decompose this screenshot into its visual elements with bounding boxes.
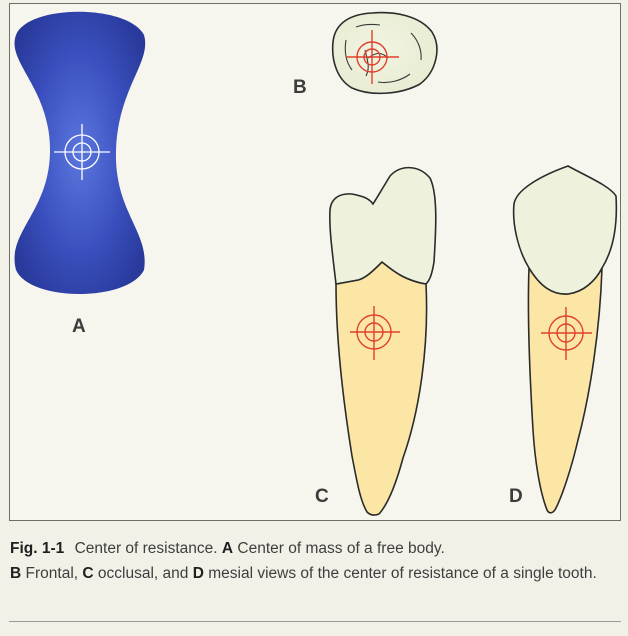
panel-a: A [14,11,146,337]
panel-label-b: B [293,77,307,98]
panel-label-d: D [509,486,523,507]
caption-a-letter: A [221,540,234,557]
caption-b-text: Frontal, [25,565,79,582]
root-shape [335,260,428,516]
caption-d-text: mesial views of the center of resistance… [208,565,597,582]
caption-b-letter: B [10,565,22,582]
caption-a-text: Center of mass of a free body. [237,540,445,557]
free-body-shape [14,11,146,294]
panel-b: B [293,11,438,98]
occlusal-outline [331,11,438,95]
crown-shape [512,165,618,295]
panel-d: D [509,165,618,514]
crosshair-target-icon [54,124,110,180]
figure-number: Fig. 1-1 [10,540,65,557]
bottom-rule [9,621,621,622]
panel-label-c: C [315,486,329,507]
panel-label-a: A [72,316,86,337]
crosshair-target-icon [350,306,400,360]
crosshair-target-icon [346,30,399,84]
root-shape [527,265,603,514]
crown-shape [329,166,437,285]
crosshair-target-icon [541,307,592,360]
figure-caption: Fig. 1-1 Center of resistance. A Center … [10,536,620,586]
caption-c-text: occlusal, and [97,565,189,582]
panel-c: C [315,166,437,516]
caption-d-letter: D [192,565,204,582]
caption-line1: Center of resistance. [74,540,218,557]
caption-c-letter: C [82,565,94,582]
